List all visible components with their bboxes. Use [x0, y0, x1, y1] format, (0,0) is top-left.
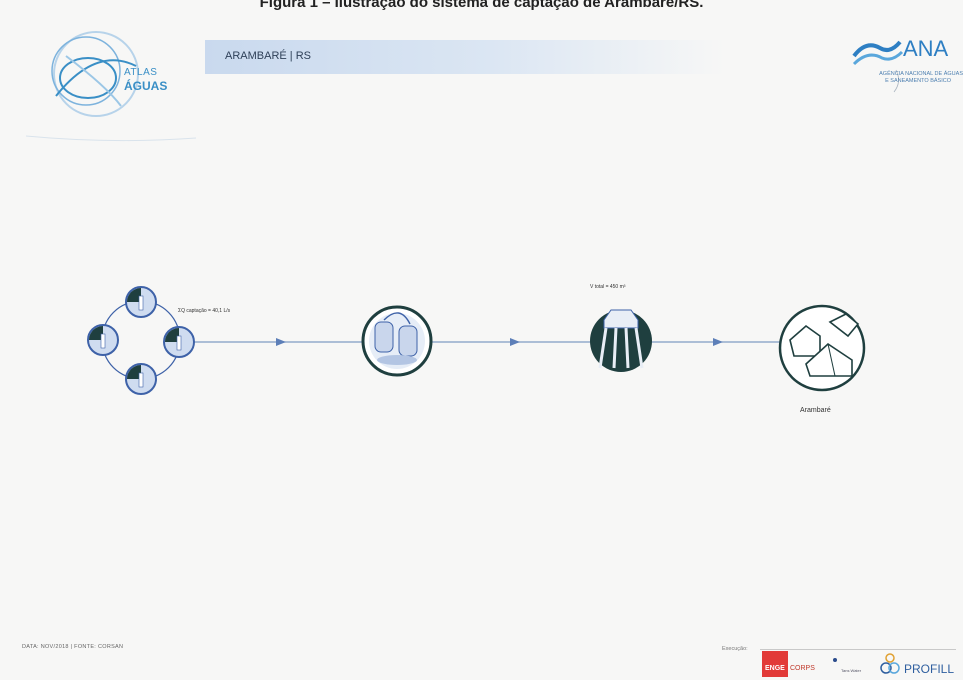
aguas-logo-word: ÁGUAS — [124, 79, 168, 93]
well-icon-left — [87, 324, 119, 356]
ana-logo-subtitle: AGÊNCIA NACIONAL DE ÁGUAS — [879, 71, 963, 77]
ana-logo-word: ANA — [903, 36, 949, 61]
banner-title: ARAMBARÉ | RS — [225, 50, 311, 62]
flow-arrow-1 — [276, 338, 286, 346]
ana-logo — [852, 40, 904, 93]
well-icon-bottom — [125, 363, 157, 395]
engecorps-logo-text-b: CORPS — [790, 665, 815, 672]
execution-divider — [760, 649, 956, 650]
figure-caption: Figura 1 – Ilustração do sistema de capt… — [259, 0, 704, 11]
well-icon-right — [163, 326, 195, 358]
capture-flow-label: ΣQ captação = 40,1 L/s — [178, 308, 231, 314]
atlas-logo-word: ATLAS — [124, 67, 158, 78]
profill-logo-icon — [880, 653, 900, 674]
flow-arrow-3 — [713, 338, 723, 346]
sponsor-logo-icon — [833, 658, 837, 662]
engecorps-logo-text-a: ENGE — [765, 665, 785, 672]
profill-logo-text: PROFILL — [904, 662, 955, 676]
footer-date-source: DATA: NOV/2018 | FONTE: CORSAN — [22, 644, 124, 650]
engecorps-logo — [762, 651, 788, 677]
flow-arrow-2 — [510, 338, 520, 346]
reservoir-volume-label: V total = 450 m³ — [590, 284, 626, 290]
execution-label: Execução: — [722, 646, 748, 652]
atlas-aguas-logo — [26, 31, 196, 142]
city-icon — [778, 304, 866, 392]
sponsor-logo-text: Tans Water — [841, 668, 862, 673]
treatment-station-icon — [361, 305, 433, 377]
reservoir-icon — [590, 309, 652, 372]
city-label: Arambaré — [800, 407, 831, 414]
header-banner — [205, 40, 725, 74]
well-icon-top — [125, 286, 157, 318]
ana-logo-subtitle-2: E SANEAMENTO BÁSICO — [885, 78, 951, 84]
